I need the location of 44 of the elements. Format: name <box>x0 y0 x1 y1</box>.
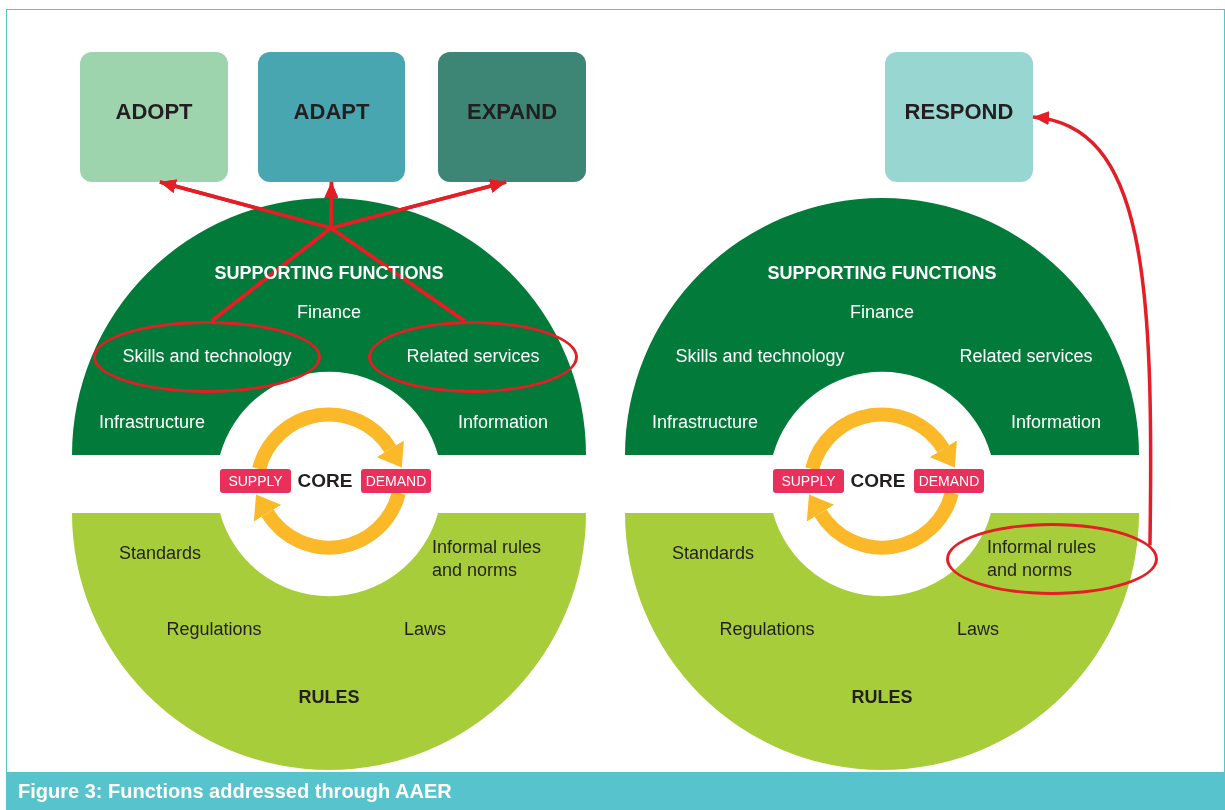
stage-label: ADOPT <box>115 98 193 126</box>
function-label: Skills and technology <box>675 345 845 369</box>
function-label: Related services <box>406 345 540 369</box>
function-label: Information <box>1011 411 1101 435</box>
function-label: Laws <box>957 618 999 642</box>
function-label: Related services <box>959 345 1093 369</box>
highlight-ellipse <box>93 321 321 393</box>
section-heading: SUPPORTING FUNCTIONS <box>767 262 997 286</box>
market-tag: DEMAND <box>361 469 431 493</box>
function-label: Standards <box>118 542 202 566</box>
stage-label: ADAPT <box>293 98 370 126</box>
section-heading: RULES <box>851 686 913 710</box>
highlight-ellipse <box>946 523 1158 595</box>
core-label: CORE <box>850 468 906 493</box>
highlight-ellipse <box>368 321 578 393</box>
function-label: Regulations <box>719 618 815 642</box>
arrow <box>254 490 406 555</box>
section-heading: RULES <box>298 686 360 710</box>
caption-bar: Figure 3: Functions addressed through AAER <box>6 772 1225 810</box>
function-label: Informal rules and norms <box>432 535 543 582</box>
arrow <box>1032 113 1153 546</box>
stage-label: EXPAND <box>466 98 558 126</box>
stage-box <box>438 52 586 182</box>
function-label: Skills and technology <box>122 345 292 369</box>
market-tag: SUPPLY <box>220 469 291 493</box>
market-tag: SUPPLY <box>773 469 844 493</box>
function-label: Infrastructure <box>652 411 758 435</box>
arrow <box>807 490 959 555</box>
function-label: Standards <box>671 542 755 566</box>
function-label: Information <box>458 411 548 435</box>
function-label: Finance <box>297 301 361 325</box>
core-label: CORE <box>297 468 353 493</box>
stage-box <box>80 52 228 182</box>
arrow <box>805 407 957 472</box>
stage-box <box>885 52 1033 182</box>
function-label: Infrastructure <box>99 411 205 435</box>
function-label: Informal rules and norms <box>987 535 1098 582</box>
function-label: Finance <box>850 301 914 325</box>
function-label: Regulations <box>166 618 262 642</box>
arrow <box>252 407 404 472</box>
function-label: Laws <box>404 618 446 642</box>
stage-label: RESPOND <box>904 98 1014 126</box>
market-tag: DEMAND <box>914 469 984 493</box>
stage-box <box>258 52 405 182</box>
